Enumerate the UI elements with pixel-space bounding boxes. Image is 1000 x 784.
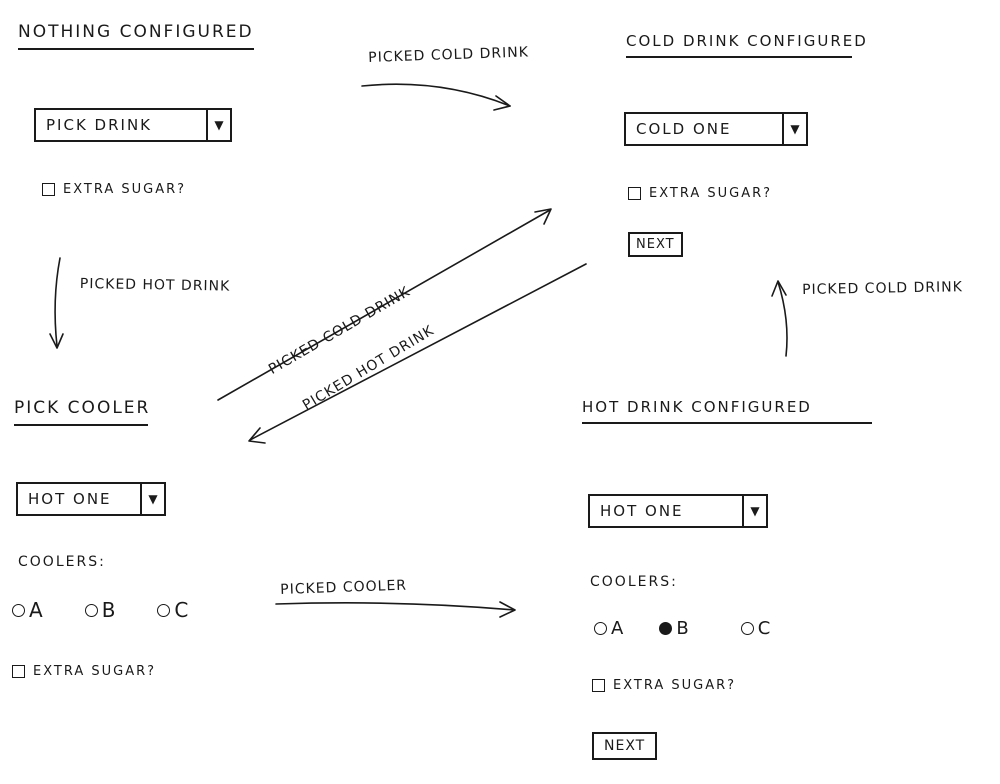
- checkbox-icon: [628, 187, 641, 200]
- arrowhead-nothing-to-cold: [493, 95, 511, 111]
- extra-sugar-label: Extra sugar?: [63, 182, 187, 197]
- cooler-option-b-selected[interactable]: B: [659, 618, 690, 639]
- drink-select-value: Pick drink: [46, 116, 153, 134]
- cooler-radio-group: A B C: [12, 598, 230, 622]
- drink-select[interactable]: Hot one ▼: [16, 482, 166, 516]
- extra-sugar-label: Extra sugar?: [613, 678, 737, 693]
- arrowhead-cooler-to-hot: [499, 601, 516, 618]
- cooler-option-label: C: [757, 618, 773, 639]
- cooler-option-label: A: [29, 598, 45, 622]
- caret-down-icon: ▼: [206, 110, 230, 140]
- coolers-label: Coolers:: [18, 554, 106, 570]
- radio-icon: [740, 622, 754, 635]
- next-button[interactable]: Next: [592, 732, 658, 760]
- arrowhead-cooler-to-cold: [534, 208, 552, 225]
- caret-down-icon: ▼: [140, 484, 164, 514]
- extra-sugar-label: Extra sugar?: [649, 186, 773, 201]
- coolers-label: Coolers:: [590, 574, 678, 590]
- caret-down-icon: ▼: [742, 496, 766, 526]
- arrowhead-cold-to-cooler: [248, 427, 266, 444]
- cooler-option-label: A: [611, 618, 626, 639]
- state-title: Pick cooler: [14, 398, 148, 426]
- transition-label-cooler-to-hot: Picked cooler: [280, 577, 408, 598]
- drink-select[interactable]: Hot one ▼: [588, 494, 768, 528]
- cooler-option-c[interactable]: C: [157, 598, 190, 622]
- arrow-cooler-to-hot: [275, 602, 515, 611]
- extra-sugar-label: Extra sugar?: [33, 664, 157, 679]
- drink-select[interactable]: Cold one ▼: [624, 112, 808, 146]
- drink-select-value: Cold one: [636, 120, 732, 138]
- radio-icon: [594, 622, 607, 635]
- cooler-option-a[interactable]: A: [594, 618, 625, 639]
- cooler-option-label: B: [101, 598, 118, 622]
- radio-selected-icon: [659, 622, 673, 635]
- radio-icon: [84, 603, 98, 617]
- drink-select-value: Hot one: [600, 502, 684, 520]
- next-button[interactable]: Next: [628, 232, 683, 257]
- extra-sugar-checkbox[interactable]: Extra sugar?: [12, 664, 156, 679]
- arrow-hot-to-cold: [777, 281, 788, 357]
- cooler-option-label: B: [676, 618, 691, 639]
- cooler-option-c[interactable]: C: [740, 618, 773, 639]
- checkbox-icon: [12, 665, 25, 678]
- state-title: Nothing configured: [18, 22, 254, 50]
- arrow-nothing-to-cold: [361, 83, 511, 107]
- caret-down-icon: ▼: [782, 114, 806, 144]
- arrowhead-hot-to-cold: [771, 280, 787, 297]
- transition-label-hot-to-cold: Picked cold drink: [802, 279, 963, 298]
- state-title: Hot drink configured: [582, 398, 872, 424]
- transition-label-nothing-to-cold: Picked cold drink: [368, 44, 530, 66]
- arrowhead-nothing-to-cooler: [49, 333, 64, 349]
- drink-select-value: Hot one: [28, 490, 112, 508]
- extra-sugar-checkbox[interactable]: Extra sugar?: [628, 186, 772, 201]
- extra-sugar-checkbox[interactable]: Extra sugar?: [42, 182, 186, 197]
- state-title: Cold drink configured: [626, 32, 866, 58]
- transition-label-nothing-to-cooler: Picked hot drink: [79, 276, 231, 295]
- cooler-option-b[interactable]: B: [84, 598, 118, 622]
- radio-icon: [12, 603, 25, 617]
- drink-select[interactable]: Pick drink ▼: [34, 108, 232, 142]
- arrow-nothing-to-cooler: [54, 257, 61, 347]
- cooler-option-label: C: [174, 598, 191, 622]
- extra-sugar-checkbox[interactable]: Extra sugar?: [592, 678, 736, 693]
- radio-icon: [157, 603, 171, 617]
- cooler-option-a[interactable]: A: [12, 598, 45, 622]
- checkbox-icon: [592, 679, 605, 692]
- cooler-radio-group: A B C: [594, 618, 812, 639]
- checkbox-icon: [42, 183, 55, 196]
